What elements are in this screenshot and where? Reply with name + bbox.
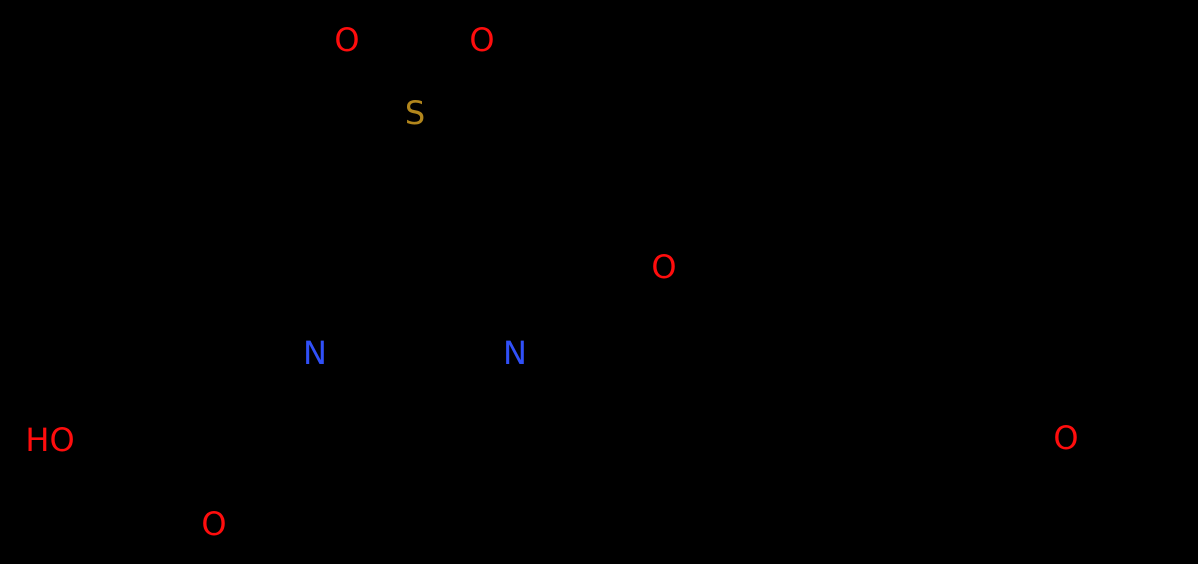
atom-oxygen-methoxy: O xyxy=(1053,419,1079,457)
atom-hydroxyl: HO xyxy=(25,421,75,459)
atom-nitrogen-1: N xyxy=(303,334,327,372)
atom-oxygen-sulfonyl-1: O xyxy=(334,21,360,59)
atom-oxygen-sulfonyl-2: O xyxy=(469,21,495,59)
atom-sulfur: S xyxy=(404,94,426,132)
atom-oxygen-acid-carbonyl: O xyxy=(201,505,227,543)
atom-nitrogen-2: N xyxy=(503,334,527,372)
atom-oxygen-carbonyl: O xyxy=(651,248,677,286)
